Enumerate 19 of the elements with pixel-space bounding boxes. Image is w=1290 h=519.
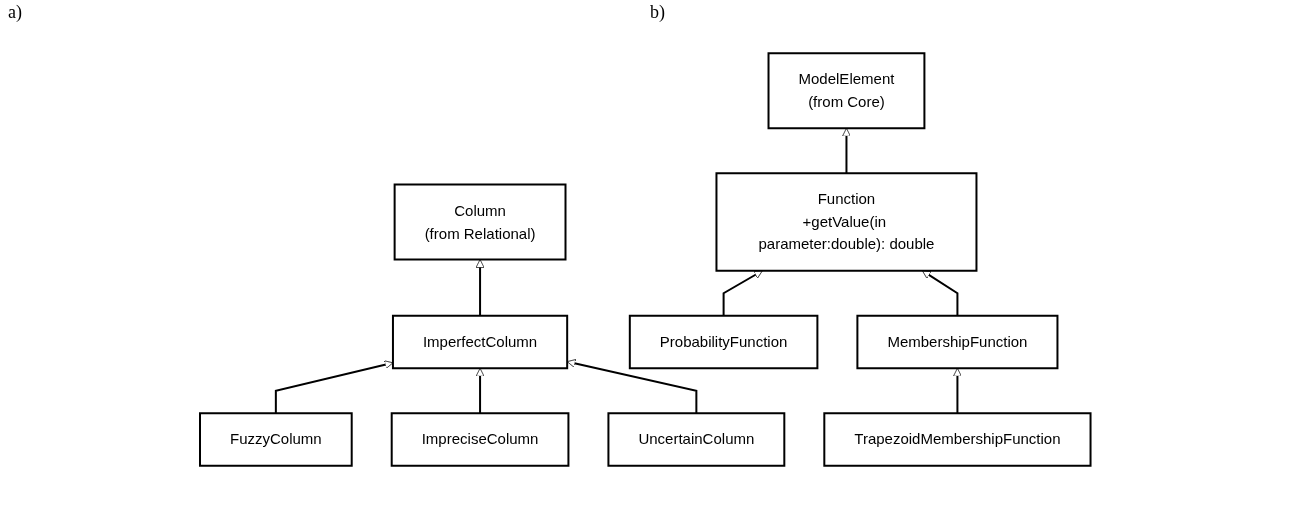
panel-label: a) (8, 2, 22, 23)
node-box: ModelElement (from Core) (767, 52, 926, 130)
node-box: FuzzyColumn (198, 412, 353, 467)
node-box: Function +getValue(in parameter:double): double (715, 172, 978, 272)
node-box: Column (from Relational) (393, 183, 567, 261)
node-box: UncertainColumn (607, 412, 786, 467)
arrow (722, 270, 763, 317)
node-box: MembershipFunction (856, 314, 1059, 370)
arrow (921, 270, 959, 317)
node-box: ImperfectColumn (391, 314, 568, 370)
arrow (952, 367, 962, 415)
node-box: ImpreciseColumn (390, 412, 570, 467)
node-box: TrapezoidMembershipFunction (823, 412, 1092, 467)
node-box: ProbabilityFunction (628, 314, 819, 370)
arrow (475, 259, 485, 317)
arrow (841, 127, 851, 175)
arrow (566, 359, 698, 415)
panel-label: b) (650, 2, 665, 23)
arrow (475, 367, 485, 415)
